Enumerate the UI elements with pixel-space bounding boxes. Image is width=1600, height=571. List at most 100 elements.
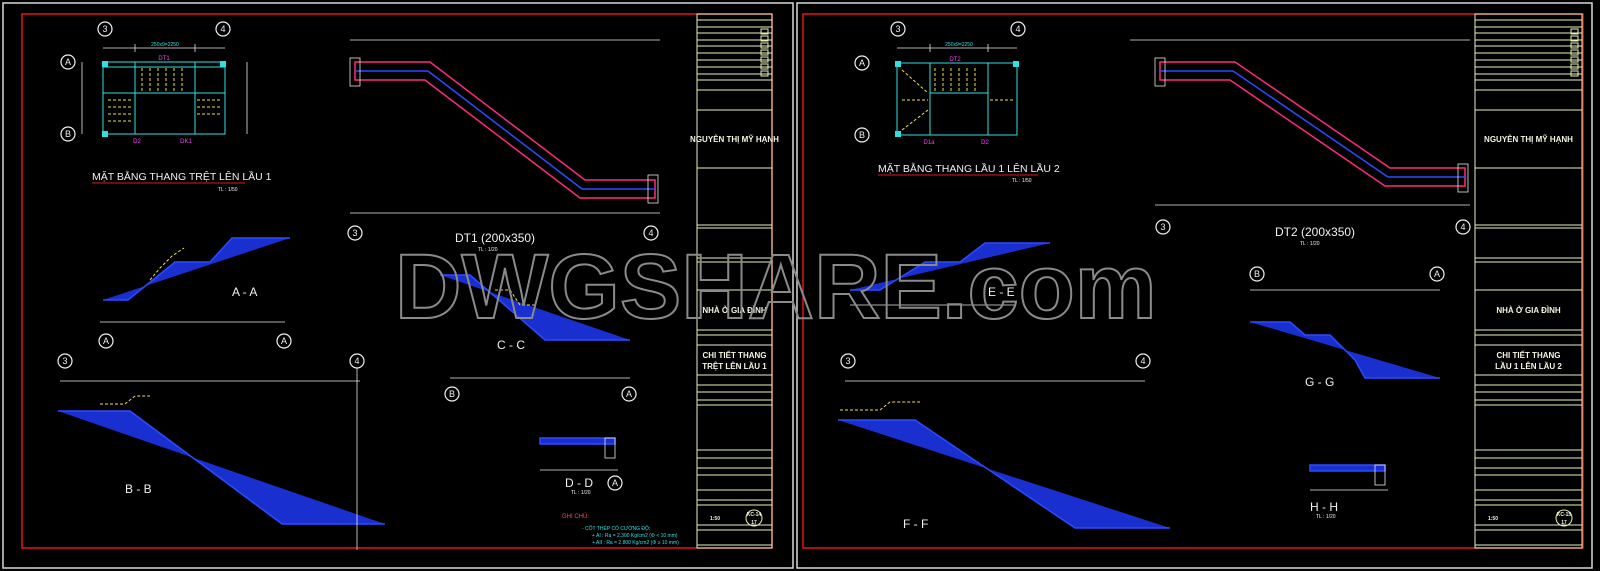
checkbox-icon (760, 56, 769, 63)
project-name: NHÀ Ở GIA ĐÌNH (702, 306, 767, 315)
plan-title: MẶT BẰNG THANG LẦU 1 LÊN LẦU 2 (878, 162, 1060, 175)
svg-text:B: B (1254, 269, 1260, 279)
section-title: G - G (1305, 375, 1334, 389)
plan-beam-label: D1a (923, 140, 935, 146)
grid-axis-3: 3 (57, 353, 73, 369)
section-title: B - B (125, 482, 152, 496)
sheet-right-border (796, 2, 1593, 569)
plan-title: MẶT BẰNG THANG TRỆT LÊN LẦU 1 (92, 170, 272, 183)
drawing-title: TRỆT LÊN LẦU 1 (702, 361, 767, 371)
plan-beam-label: DT2 (949, 57, 961, 63)
checkbox-icon (760, 63, 769, 70)
svg-text:3: 3 (895, 24, 900, 34)
section-c-c: B A C - C (440, 274, 637, 402)
notes-title: GHI CHÚ: (562, 513, 589, 520)
stair-plan-1: 250x9=2250 DT1 D2 DK1 3 4 A B MẶT BẰNG T… (60, 21, 272, 193)
plan-run-dimension: 250x9=2250 (151, 42, 179, 48)
plan-scale: TL : 1/50 (1012, 178, 1032, 184)
section-scale: TL : 1/20 (1316, 514, 1336, 520)
grid-axis-a: A (1429, 266, 1445, 282)
checkbox-icon (1570, 35, 1579, 42)
sheet-code: KC-15 (1557, 512, 1572, 518)
drawing-title: LẦU 1 LÊN LẦU 2 (1495, 361, 1562, 371)
grid-axis-b: B (854, 127, 870, 143)
stair-plan-2: 250x9=2250 DT2 D1a D2 3 4 A B MẶT BẰNG T… (854, 21, 1060, 184)
grid-axis-3: 3 (840, 353, 856, 369)
svg-text:3: 3 (62, 356, 67, 366)
plan-beam-label: D2 (133, 139, 141, 145)
grid-axis-a: A (276, 333, 292, 349)
svg-text:B: B (449, 389, 455, 399)
svg-text:A: A (281, 336, 287, 346)
svg-text:3: 3 (102, 24, 107, 34)
svg-text:A: A (65, 57, 71, 67)
svg-text:4: 4 (1015, 24, 1020, 34)
section-title: E - E (988, 285, 1015, 299)
grid-axis-4: 4 (215, 21, 231, 37)
beam-title: DT1 (200x350) (455, 231, 535, 245)
plan-run-dimension: 250x9=2250 (945, 42, 973, 48)
grid-axis-4: 4 (643, 225, 659, 241)
section-title: H - H (1310, 500, 1338, 514)
grid-axis-b: B (444, 386, 460, 402)
svg-text:3: 3 (1160, 222, 1165, 232)
section-d-d: A D - D TL : 1/20 (539, 437, 623, 496)
grid-axis-3: 3 (347, 225, 363, 241)
grid-axis-3: 3 (890, 21, 906, 37)
section-title: C - C (497, 338, 525, 352)
checkbox-icon (760, 49, 769, 56)
checkbox-icon (1570, 70, 1579, 77)
section-title: D - D (565, 476, 593, 490)
grid-axis-3: 3 (97, 21, 113, 37)
sheet-no: 17 (1561, 520, 1567, 526)
checkbox-icon (760, 70, 769, 77)
grid-axis-a: A (607, 475, 623, 491)
watermark: DWGSHARE.com (395, 236, 1157, 338)
checkbox-icon (760, 35, 769, 42)
grid-axis-a: A (98, 333, 114, 349)
checkbox-icon (1570, 49, 1579, 56)
section-a-a: A A A - A (98, 237, 292, 349)
sheet-number-badge (745, 509, 763, 527)
checkbox-icon (760, 42, 769, 49)
grid-axis-a: A (621, 386, 637, 402)
grid-axis-4: 4 (1010, 21, 1026, 37)
grid-axis-4: 4 (1455, 219, 1471, 235)
owner-name: NGUYỄN THỊ MỸ HẠNH (1484, 135, 1573, 144)
svg-text:A: A (1434, 269, 1440, 279)
grid-axis-a: A (60, 54, 76, 70)
scale-value: 1:50 (1488, 516, 1498, 522)
svg-text:A: A (626, 389, 632, 399)
section-title: A - A (232, 285, 257, 299)
grid-axis-3: 3 (1155, 219, 1171, 235)
note-line: - CỐT THÉP CÓ CƯỜNG ĐỘ: (582, 525, 650, 532)
svg-text:B: B (65, 129, 71, 139)
grid-axis-b: B (1249, 266, 1265, 282)
svg-text:4: 4 (1140, 356, 1145, 366)
checkbox-icon (1570, 42, 1579, 49)
beam-elevation-dt2: 3 4 DT2 (200x350) TL : 1/20 (1130, 39, 1471, 247)
svg-text:B: B (859, 130, 865, 140)
grid-axis-a: A (854, 55, 870, 71)
checkbox-icon (1570, 63, 1579, 70)
checkbox-icon (1570, 28, 1579, 35)
general-notes: GHI CHÚ: - CỐT THÉP CÓ CƯỜNG ĐỘ: + AI : … (562, 513, 679, 546)
beam-scale: TL : 1/20 (1300, 241, 1320, 247)
checkbox-icon (1570, 56, 1579, 63)
section-f-f: 3 4 F - F (838, 353, 1170, 531)
sheet-no: 17 (751, 520, 757, 526)
svg-text:3: 3 (845, 356, 850, 366)
plan-beam-label: D2 (981, 140, 989, 146)
plan-scale: TL : 1/50 (218, 187, 238, 193)
owner-name: NGUYỄN THỊ MỸ HẠNH (690, 135, 779, 144)
plan-beam-label: DT1 (158, 56, 170, 62)
section-g-g: B A G - G (1249, 266, 1445, 389)
section-b-b: 3 4 B - B (57, 353, 385, 550)
svg-text:3: 3 (352, 228, 357, 238)
svg-text:A: A (612, 478, 618, 488)
note-line: + AI : Ra = 2.300 Kg/cm2 (Φ < 10 mm) (592, 533, 678, 539)
svg-text:4: 4 (648, 228, 653, 238)
